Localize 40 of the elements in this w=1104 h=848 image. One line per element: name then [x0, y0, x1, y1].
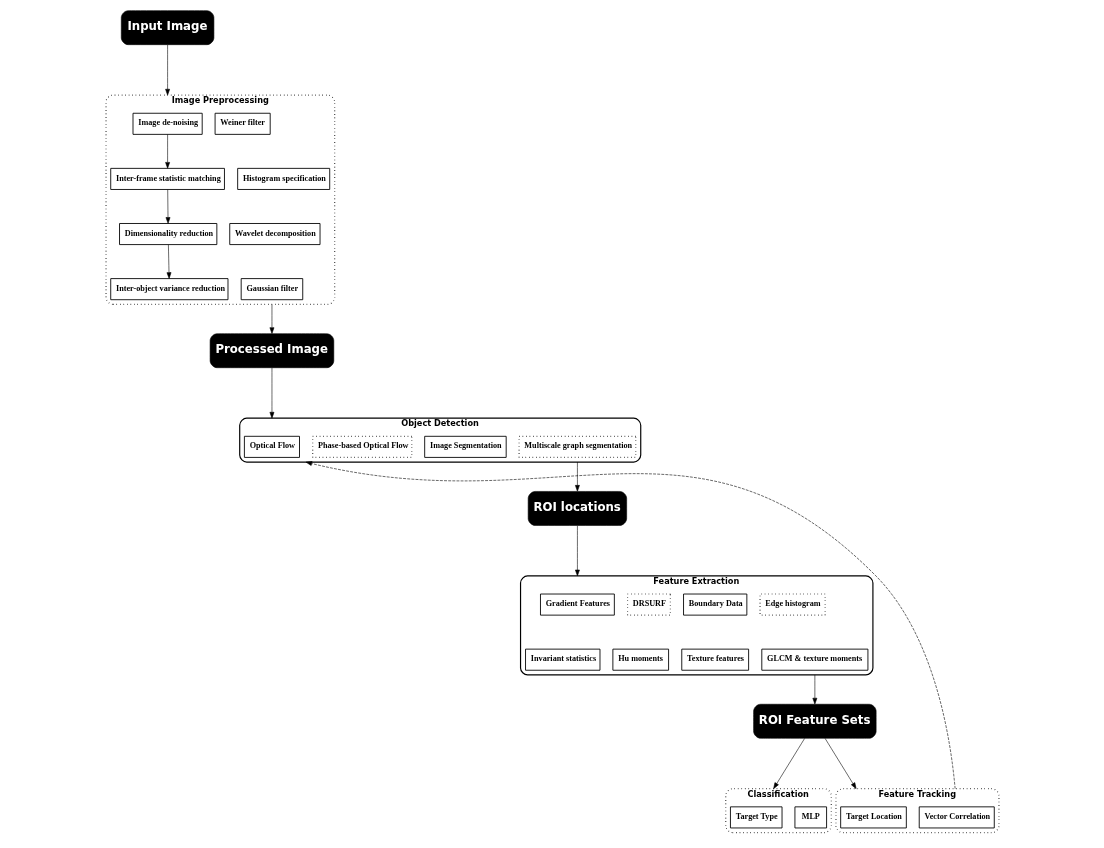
arrow — [164, 44, 170, 96]
arrow — [305, 461, 955, 789]
node-box: Wavelet decomposition — [228, 223, 320, 246]
node-box: MLP — [794, 806, 827, 829]
arrow — [812, 674, 817, 705]
node-box: Dimensionality reduction — [118, 223, 217, 246]
node-box: GLCM & texture moments — [760, 648, 868, 671]
arrow — [824, 738, 856, 789]
arrow — [166, 244, 171, 279]
node-box: Histogram specification — [236, 167, 330, 190]
arrow — [269, 304, 274, 334]
arrow — [164, 134, 170, 169]
node-box: DRSURF — [626, 593, 671, 616]
node-box: Phase-based Optical Flow — [311, 435, 412, 458]
node-box: Invariant statistics — [524, 648, 600, 671]
node-box: Multiscale graph segmentation — [518, 435, 636, 458]
node-box: Inter-object variance reduction — [109, 278, 228, 301]
node-box: Image de-noising — [132, 112, 203, 135]
node-box: Target Location — [839, 806, 907, 829]
arrow — [772, 738, 805, 789]
node-box: Processed Image — [209, 333, 334, 368]
node-box: ROI locations — [527, 491, 627, 526]
node-box: Input Image — [120, 10, 214, 45]
arrow — [165, 189, 170, 224]
node-box: ROI Feature Sets — [752, 703, 876, 739]
node-box: Inter-frame statistic matching — [109, 167, 225, 190]
node-box: Edge histogram — [758, 593, 826, 616]
arrow — [574, 525, 580, 577]
node-box: Target Type — [729, 806, 782, 829]
node-box: Optical Flow — [243, 435, 300, 458]
arrow — [269, 367, 274, 419]
arrow — [574, 461, 580, 492]
node-box: Image Segmentation — [423, 435, 507, 458]
node-box: Boundary Data — [682, 593, 747, 616]
node-box: Texture features — [680, 648, 749, 671]
node-box: Vector Correlation — [918, 806, 995, 829]
node-box: Hu moments — [611, 648, 669, 671]
node-box: Weiner filter — [214, 112, 271, 135]
node-box: Gaussian filter — [240, 278, 303, 301]
node-box: Gradient Features — [539, 593, 615, 616]
